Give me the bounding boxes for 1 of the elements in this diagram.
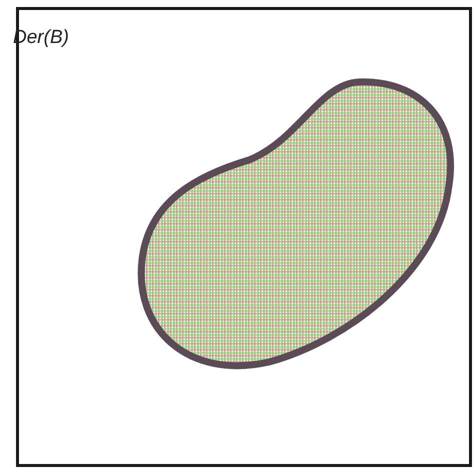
blob-shape <box>138 78 454 370</box>
